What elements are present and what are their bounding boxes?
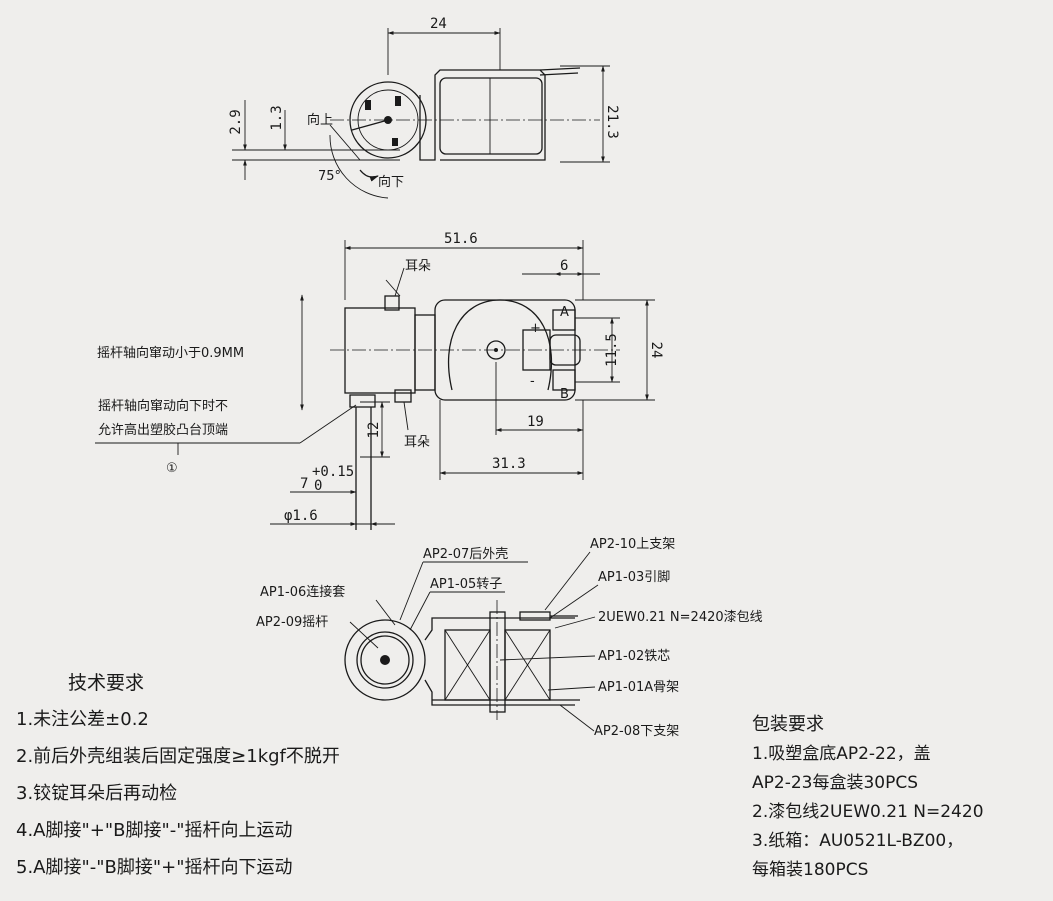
pin-a-label: A	[560, 305, 569, 320]
packaging-item: 3.纸箱：AU0521L-BZ00，	[752, 831, 964, 851]
minus-mark: -	[530, 374, 535, 389]
dim-overall: 51.6	[444, 231, 478, 247]
ear-top-label: 耳朵	[405, 259, 431, 274]
dim-7-tol-upper: +0.15	[312, 464, 354, 480]
note-axial-line2: 允许高出塑胶凸台顶端	[98, 422, 228, 438]
dim-7: 7	[300, 476, 308, 492]
part-label: 2UEW0.21 N=2420漆包线	[598, 609, 763, 625]
angle-label: 75°	[318, 169, 341, 184]
assembly-rotor	[344, 619, 426, 701]
assembly-section: AP2-07后外壳 AP2-10上支架 AP1-06连接套 AP1-05转子 A…	[256, 537, 763, 739]
dim-31-3: 31.3	[492, 456, 526, 472]
part-label: AP2-09摇杆	[256, 615, 328, 630]
mid-left-block	[344, 307, 416, 394]
packaging-item: 每箱装180PCS	[752, 860, 869, 880]
part-label: AP1-05转子	[430, 577, 502, 592]
middle-view: 51.6 6 耳朵 + - A B 11.5	[95, 231, 664, 530]
dim-6: 6	[560, 258, 568, 274]
tech-requirement-item: 1.未注公差±0.2	[16, 709, 149, 730]
assembly-core	[489, 611, 506, 713]
dim-top-height: 21.3	[604, 105, 620, 139]
dim-11-5: 11.5	[604, 333, 620, 367]
note-mark: ①	[166, 461, 178, 476]
pin-b-label: B	[560, 387, 569, 402]
tech-requirement-item: 3.铰锭耳朵后再动检	[16, 783, 178, 804]
dim-7-tol-lower: 0	[314, 478, 322, 494]
tech-requirements-title: 技术要求	[68, 672, 145, 694]
part-label: AP1-02铁芯	[598, 649, 670, 664]
top-view: 24 75° 向上 向下 21.3 2.9	[228, 16, 620, 199]
plus-mark: +	[530, 321, 541, 336]
tech-requirements: 技术要求 1.未注公差±0.2 2.前后外壳组装后固定强度≥1kgf不脱开 3.…	[16, 668, 340, 886]
packaging-requirements: 包装要求 1.吸塑盒底AP2-22，盖 AP2-23每盒装30PCS 2.漆包线…	[752, 710, 984, 885]
packaging-item: 1.吸塑盒底AP2-22，盖	[752, 744, 931, 764]
part-label: AP1-03引脚	[598, 569, 670, 585]
tech-requirement-item: 5.A脚接"-"B脚接"+"摇杆向下运动	[16, 857, 293, 878]
packaging-item: 2.漆包线2UEW0.21 N=2420	[752, 802, 984, 822]
part-label: AP2-10上支架	[590, 537, 675, 552]
ear-bottom-label: 耳朵	[404, 435, 430, 450]
dim-top-left-a: 2.9	[228, 109, 244, 134]
note-axial-line1: 摇杆轴向窜动向下时不	[98, 398, 228, 414]
part-label: AP1-06连接套	[260, 584, 345, 600]
dim-12: 12	[366, 422, 382, 439]
coil-body	[439, 77, 543, 155]
dim-diameter: φ1.6	[284, 508, 318, 524]
label-up: 向上	[307, 112, 333, 128]
note-axial-play: 摇杆轴向窜动小于0.9MM	[97, 345, 244, 361]
part-label: AP1-01A骨架	[598, 680, 679, 695]
packaging-title: 包装要求	[752, 714, 824, 735]
part-label: AP2-07后外壳	[423, 547, 508, 562]
dim-24: 24	[648, 342, 664, 359]
dim-top-left-b: 1.3	[269, 105, 285, 130]
label-down: 向下	[378, 174, 404, 190]
tech-requirement-item: 4.A脚接"+"B脚接"-"摇杆向上运动	[16, 820, 293, 841]
part-label: AP2-08下支架	[594, 724, 679, 739]
dim-top-width: 24	[430, 16, 447, 32]
dim-19: 19	[527, 414, 544, 430]
packaging-item: AP2-23每盒装30PCS	[752, 773, 919, 793]
tech-requirement-item: 2.前后外壳组装后固定强度≥1kgf不脱开	[16, 746, 340, 767]
